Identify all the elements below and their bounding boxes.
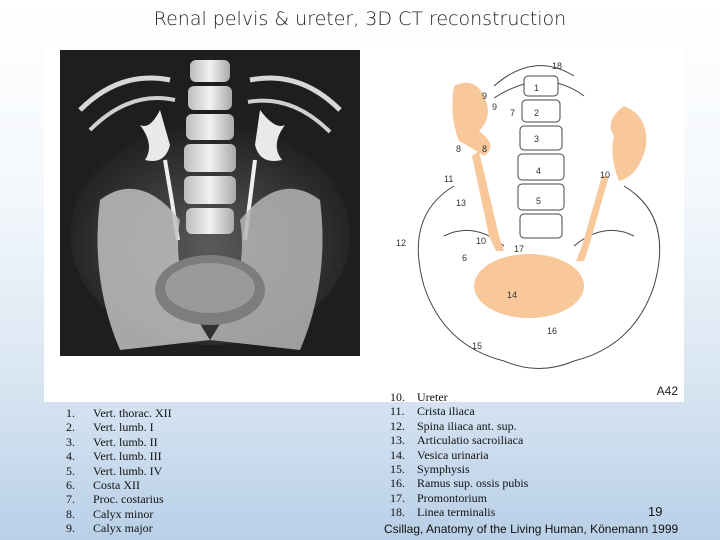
- diagram-label-9a: 9: [482, 91, 487, 101]
- diagram-label-13: 13: [456, 198, 466, 208]
- plate-label: A42: [656, 384, 678, 398]
- diagram-label-11: 11: [444, 174, 453, 184]
- diagram-label-5: 5: [536, 196, 541, 206]
- legend-item: 18.Linea terminalis: [390, 505, 496, 520]
- diagram-label-9b: 9: [492, 102, 497, 112]
- legend-item: 13.Articulatio sacroiliaca: [390, 433, 524, 448]
- legend-item: 11.Crista iliaca: [390, 404, 475, 419]
- diagram-label-10b: 10: [600, 170, 610, 180]
- diagram-label-7: 7: [510, 108, 515, 118]
- diagram-label-8b: 8: [482, 144, 487, 154]
- legend-item: 10.Ureter: [390, 390, 448, 404]
- legend-item: 4.Vert. lumb. III: [66, 449, 162, 464]
- diagram-label-14: 14: [507, 290, 517, 300]
- citation: Csillag, Anatomy of the Living Human, Kö…: [384, 522, 679, 536]
- legend-item: 17.Promontorium: [390, 490, 488, 505]
- legend-item: 8.Calyx minor: [66, 506, 154, 521]
- anatomy-figure: 18 1 2 3 4 5 7 8 8 9 9 10 10 11 12 13 14…: [44, 42, 684, 402]
- legend-right: 10.Ureter 11.Crista iliaca 12.Spina ilia…: [390, 390, 528, 520]
- legend-item: 16.Ramus sup. ossis pubis: [390, 476, 529, 491]
- diagram-label-2: 2: [534, 108, 539, 118]
- diagram-label-15: 15: [472, 341, 482, 351]
- legend-left: 1.Vert. thorac. XII 2.Vert. lumb. I 3.Ve…: [66, 406, 172, 536]
- diagram-label-3: 3: [534, 134, 539, 144]
- diagram-label-17: 17: [514, 244, 524, 254]
- legend-item: 2.Vert. lumb. I: [66, 420, 154, 435]
- legend-item: 6.Costa XII: [66, 477, 140, 492]
- labeled-anatomy-diagram: 18 1 2 3 4 5 7 8 8 9 9 10 10 11 12 13 14…: [384, 46, 684, 398]
- diagram-label-18: 6: [462, 253, 467, 263]
- legend-item: 7.Proc. costarius: [66, 492, 164, 507]
- page-number: 19: [648, 504, 663, 519]
- legend-item: 9.Calyx major: [66, 521, 153, 536]
- diagram-label-1: 1: [534, 83, 539, 93]
- diagram-label-6: 18: [552, 61, 562, 71]
- diagram-label-16: 16: [547, 326, 557, 336]
- legend-item: 15.Symphysis: [390, 461, 470, 476]
- ct-reconstruction-image: [60, 50, 360, 356]
- legend-item: 1.Vert. thorac. XII: [66, 406, 172, 420]
- diagram-label-10a: 10: [476, 236, 486, 246]
- legend-item: 5.Vert. lumb. IV: [66, 463, 163, 478]
- diagram-label-12: 12: [396, 238, 406, 248]
- slide-title: Renal pelvis & ureter, 3D CT reconstruct…: [153, 8, 567, 30]
- diagram-label-8a: 8: [456, 144, 461, 154]
- legend-item: 14.Vesica urinaria: [390, 447, 489, 462]
- legend-item: 3.Vert. lumb. II: [66, 434, 158, 449]
- legend-item: 12.Spina iliaca ant. sup.: [390, 418, 517, 433]
- diagram-label-4: 4: [536, 166, 541, 176]
